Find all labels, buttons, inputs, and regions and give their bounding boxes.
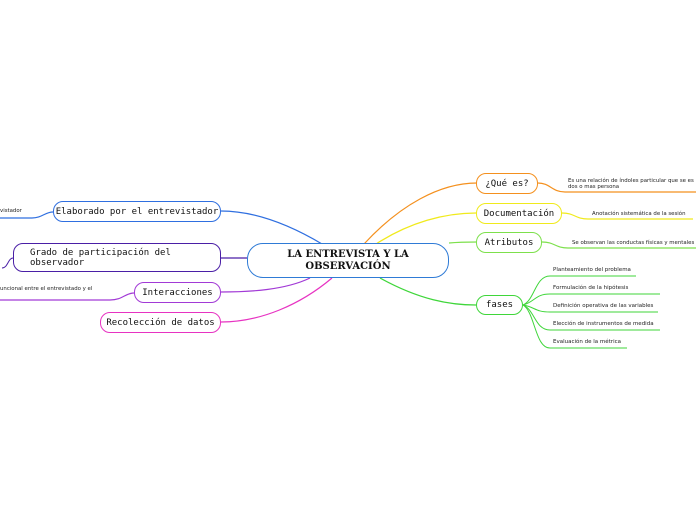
- topic-recoleccion[interactable]: Recolección de datos: [100, 312, 221, 333]
- que-es-detail: Es una relación de índoles particular qu…: [568, 178, 694, 191]
- connector-elaborado: [220, 210, 323, 245]
- fase-item: Elección de instrumentos de medida: [553, 321, 654, 327]
- topic-que-es[interactable]: ¿Qué es?: [476, 173, 538, 194]
- connector-recoleccion: [220, 277, 333, 323]
- connector-fase-1: [522, 275, 636, 306]
- topic-interacciones[interactable]: Interacciones: [134, 282, 221, 303]
- connector-atributos: [448, 241, 478, 244]
- topic-documentacion-label: Documentación: [483, 208, 555, 219]
- documentacion-detail: Anotación sistemática de la sesión: [592, 211, 686, 217]
- topic-documentacion[interactable]: Documentación: [476, 203, 562, 224]
- elaborado-detail: vistador: [0, 208, 22, 214]
- connector-documentacion: [375, 212, 477, 245]
- interacciones-detail: uncional entre el entrevistado y el: [0, 286, 93, 292]
- connector-interacciones: [220, 277, 311, 293]
- fase-item: Formulación de la hipótesis: [553, 285, 629, 291]
- connector-fase-2: [522, 293, 660, 306]
- topic-fases[interactable]: fases: [476, 295, 523, 315]
- connector-fase-5: [522, 304, 627, 349]
- connector-elaborado-detail: [0, 211, 54, 219]
- connector-interacciones-detail: [0, 292, 135, 301]
- topic-que-es-label: ¿Qué es?: [485, 178, 529, 189]
- topic-elaborado-label: Elaborado por el entrevistador: [55, 206, 219, 217]
- topic-elaborado[interactable]: Elaborado por el entrevistador: [53, 201, 221, 222]
- connector-que-es-detail: [537, 182, 696, 193]
- fase-item: Evaluación de la métrica: [553, 339, 621, 345]
- central-topic[interactable]: LA ENTREVISTA Y LA OBSERVACIÓN: [247, 243, 449, 278]
- connector-fase-4: [522, 304, 660, 331]
- topic-recoleccion-label: Recolección de datos: [106, 317, 215, 328]
- connector-fases: [379, 277, 477, 306]
- que-es-detail-line1: Es una relación de índoles particular qu…: [568, 178, 694, 184]
- central-topic-line1: LA ENTREVISTA Y LA: [287, 248, 409, 260]
- connector-grado-tail: [1, 257, 14, 269]
- topic-atributos-label: Atributos: [484, 237, 534, 248]
- central-topic-line2: OBSERVACIÓN: [305, 260, 391, 272]
- topic-grado-line2: observador: [30, 257, 85, 268]
- connector-que-es: [363, 182, 478, 245]
- topic-fases-label: fases: [485, 300, 514, 310]
- topic-grado[interactable]: Grado de participación del observador: [13, 243, 221, 272]
- connector-documentacion-detail: [561, 212, 693, 220]
- topic-grado-line1: Grado de participación del: [30, 247, 171, 258]
- topic-atributos[interactable]: Atributos: [476, 232, 542, 253]
- atributos-detail: Se observan las conductas físicas y ment…: [572, 240, 695, 246]
- fase-item: Planteamiento del problema: [553, 267, 631, 273]
- fase-item: Definición operativa de las variables: [553, 303, 654, 309]
- que-es-detail-line2: dos o mas persona: [568, 184, 620, 191]
- connector-fase-3: [522, 304, 658, 313]
- connector-atributos-detail: [541, 241, 696, 249]
- topic-interacciones-label: Interacciones: [142, 287, 213, 298]
